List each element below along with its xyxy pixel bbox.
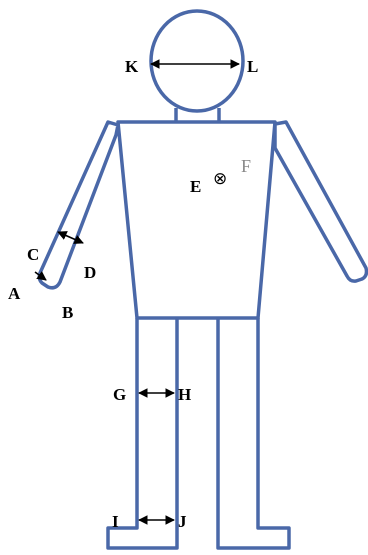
label-C: C <box>27 245 39 264</box>
head-outline <box>149 9 245 113</box>
label-H: H <box>178 385 191 404</box>
label-F: F <box>241 156 251 176</box>
label-D: D <box>84 263 96 282</box>
label-K: K <box>125 57 139 76</box>
forearm-width-arrow <box>57 231 84 244</box>
right-leg-outline <box>216 318 291 550</box>
label-L: L <box>247 57 258 76</box>
left-leg-outline <box>106 318 179 550</box>
label-G: G <box>113 385 126 404</box>
label-B: B <box>62 303 73 322</box>
center-marker-icon: ⊗ <box>213 169 227 189</box>
wrist-arrow <box>34 271 47 281</box>
right-arm-outline <box>273 120 368 283</box>
label-E: E <box>190 177 201 196</box>
left-arm-outline <box>37 120 120 290</box>
label-A: A <box>8 284 21 303</box>
label-J: J <box>178 512 187 531</box>
torso-outline <box>116 120 277 320</box>
label-I: I <box>112 512 119 531</box>
